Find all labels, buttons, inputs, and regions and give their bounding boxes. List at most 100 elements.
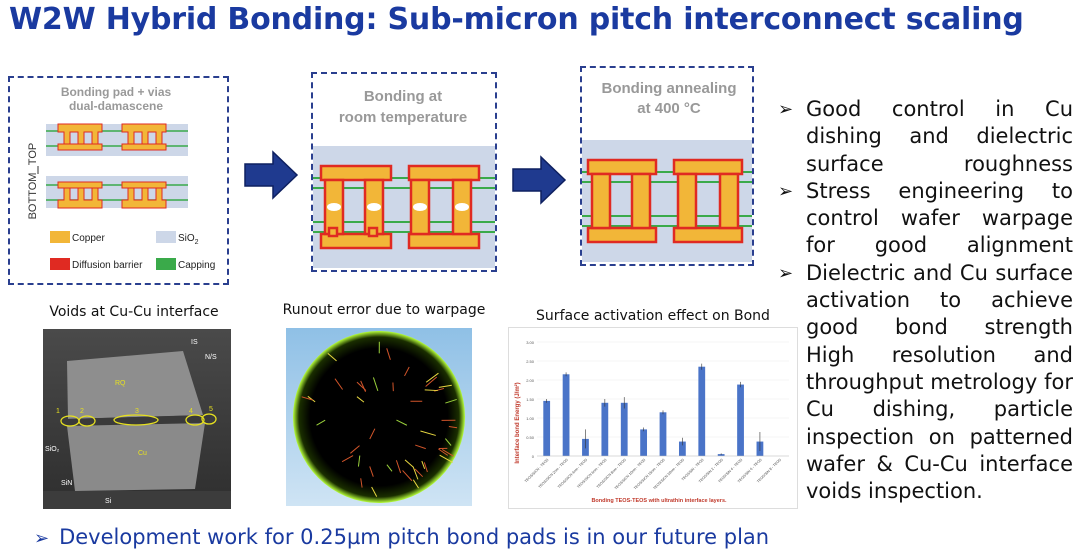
- runout-vector: [371, 486, 378, 497]
- chart-bar: [601, 402, 609, 456]
- runout-vector: [448, 426, 458, 429]
- bullet-text: High resolution and throughput metrology…: [806, 342, 1073, 504]
- legend-capping-label: Capping: [178, 260, 215, 271]
- runout-vector: [356, 396, 365, 403]
- chart-y-tick-label: 2.00: [526, 378, 535, 383]
- bond-energy-chart: Interface bond Energy (J/m²) Bonding TEO…: [508, 327, 798, 509]
- runout-vector: [307, 395, 316, 403]
- runout-vector: [425, 372, 439, 383]
- runout-vector: [350, 445, 360, 454]
- legend-barrier-label: Diffusion barrier: [72, 260, 143, 271]
- bullet-text: Stress engineering to control wafer warp…: [806, 178, 1073, 258]
- legend-barrier-swatch: [50, 258, 70, 270]
- runout-vector: [386, 348, 391, 360]
- runout-vector: [421, 460, 426, 469]
- runout-vector: [445, 398, 457, 404]
- panel1-heading-line1: Bonding pad + vias: [61, 85, 172, 99]
- runout-vector: [404, 366, 410, 377]
- bullet-marker-icon: ➢: [778, 99, 794, 120]
- annealing-panel: Bonding annealing at 400 °C: [580, 66, 754, 266]
- panel3-heading-line2: at 400 °C: [637, 100, 701, 117]
- runout-vector: [425, 376, 438, 387]
- legend-sio2-label: SiO2: [178, 233, 199, 246]
- runout-vector: [438, 384, 452, 388]
- sem-label-si: Si: [105, 498, 112, 505]
- surface-caption-line1: Surface activation effect on Bond: [536, 308, 770, 324]
- bullet-marker-icon: ➢: [778, 262, 794, 284]
- bottom-structure: [46, 176, 188, 209]
- side-label-top: TOP: [27, 143, 39, 165]
- legend-sio2-swatch: [156, 231, 176, 243]
- runout-vector: [412, 479, 419, 489]
- bullet-text: Dielectric and Cu surface activation to …: [806, 260, 1073, 340]
- chart-bar: [659, 412, 667, 456]
- annealed-pads: [586, 158, 744, 244]
- runout-vector: [402, 470, 413, 482]
- dual-damascene-diagram: Bonding pad + vias dual-damascene TOP BO…: [27, 85, 215, 271]
- interface-voids: [327, 203, 469, 211]
- bullet-item: ➢ Dielectric and Cu surface activation to…: [778, 260, 1073, 342]
- top-structure: [46, 123, 188, 156]
- runout-vector: [438, 448, 449, 456]
- chart-y-tick-label: 0: [532, 454, 535, 459]
- panel2-heading-line2: room temperature: [339, 109, 467, 126]
- sem-label-rq: RQ: [115, 380, 126, 387]
- runout-vector: [439, 454, 453, 463]
- legend-capping-swatch: [156, 258, 176, 270]
- chart-bar: [737, 384, 744, 456]
- runout-vector: [414, 468, 424, 478]
- sem-label-5: 5: [209, 406, 213, 413]
- runout-vector: [334, 378, 343, 390]
- sem-label-is: IS: [191, 339, 198, 346]
- runout-vector: [404, 459, 414, 468]
- bullet-marker-icon: ➢: [778, 180, 794, 202]
- panel2-heading-line1: Bonding at: [364, 88, 442, 105]
- sem-label-2: 2: [80, 408, 84, 415]
- runout-vector: [369, 428, 376, 440]
- bullet-text: Good control in Cu dishing and dielectri…: [806, 97, 1073, 176]
- process-arrow-icon: [512, 155, 567, 205]
- runout-vector: [396, 419, 408, 426]
- runout-vector: [372, 377, 379, 392]
- chart-y-tick-label: 1.50: [526, 397, 535, 402]
- sem-label-ns: N/S: [205, 354, 217, 361]
- runout-vector: [412, 466, 419, 480]
- room-temp-bonding-panel: Bonding at room temperature: [311, 72, 497, 272]
- runout-vector: [444, 438, 452, 446]
- runout-vector: [357, 455, 361, 467]
- legend-copper-label: Copper: [72, 233, 105, 244]
- bullet-item: ➢ Good control in Cu dishing and dielectr…: [778, 96, 1073, 178]
- sem-label-cu: Cu: [138, 450, 147, 457]
- chart-y-tick-label: 1.00: [526, 416, 535, 421]
- chart-y-tick-label: 0.50: [526, 435, 535, 440]
- panel1-heading-line2: dual-damascene: [69, 99, 163, 113]
- sem-label-sio2: SiO₂: [45, 446, 60, 453]
- footer-text: Development work for 0.25µm pitch bond p…: [59, 525, 770, 549]
- chart-y-tick-label: 3.00: [526, 340, 535, 345]
- sem-cross-section-image: IS N/S RQ SiO₂ Cu SiN Si 1 2 3 4 5: [43, 329, 231, 509]
- chart-x-axis-label: Bonding TEOS-TEOS with ultrathin interfa…: [591, 498, 727, 504]
- page-title: W2W Hybrid Bonding: Sub-micron pitch int…: [9, 2, 1024, 37]
- bullet-item: High resolution and throughput metrology…: [778, 342, 1073, 506]
- runout-vector: [423, 462, 428, 473]
- sem-label-4: 4: [189, 408, 193, 415]
- chart-bar: [678, 441, 686, 456]
- chart-y-axis-label: Interface bond Energy (J/m²): [514, 382, 521, 463]
- runout-vector: [301, 396, 313, 401]
- runout-vector: [360, 478, 363, 488]
- panel3-heading-line1: Bonding annealing: [602, 80, 737, 97]
- structure-legend-panel: Bonding pad + vias dual-damascene TOP BO…: [8, 76, 229, 285]
- chart-bar: [698, 366, 706, 456]
- runout-vector: [369, 466, 374, 477]
- runout-vector: [424, 389, 438, 392]
- runout-vector: [356, 381, 367, 391]
- chart-y-tick-label: 2.50: [526, 359, 535, 364]
- footer-marker-icon: ➢: [34, 528, 50, 549]
- side-label-bottom: BOTTOM: [27, 173, 39, 220]
- chart-bar: [640, 429, 648, 456]
- sem-label-1: 1: [56, 408, 60, 415]
- chart-bar: [562, 374, 570, 456]
- runout-vector: [415, 444, 426, 450]
- voids-caption: Voids at Cu-Cu interface: [49, 304, 219, 320]
- runout-vector: [420, 430, 436, 436]
